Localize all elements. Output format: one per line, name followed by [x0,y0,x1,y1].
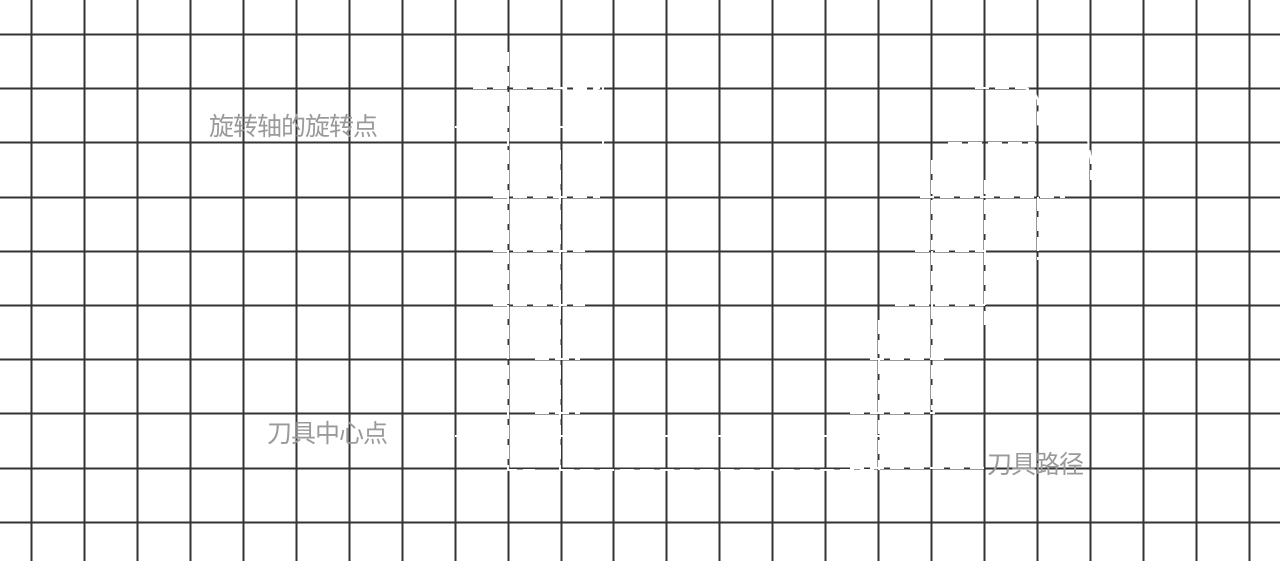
tool-path-right [850,87,1092,470]
tool-path-left [455,52,880,471]
tool-path-label: 刀具路径 [987,450,1084,479]
tool-center-label: 刀具中心点 [267,419,388,448]
tool-path-overlay [455,52,1092,471]
rotation-pivot-label: 旋转轴的旋转点 [209,112,378,141]
